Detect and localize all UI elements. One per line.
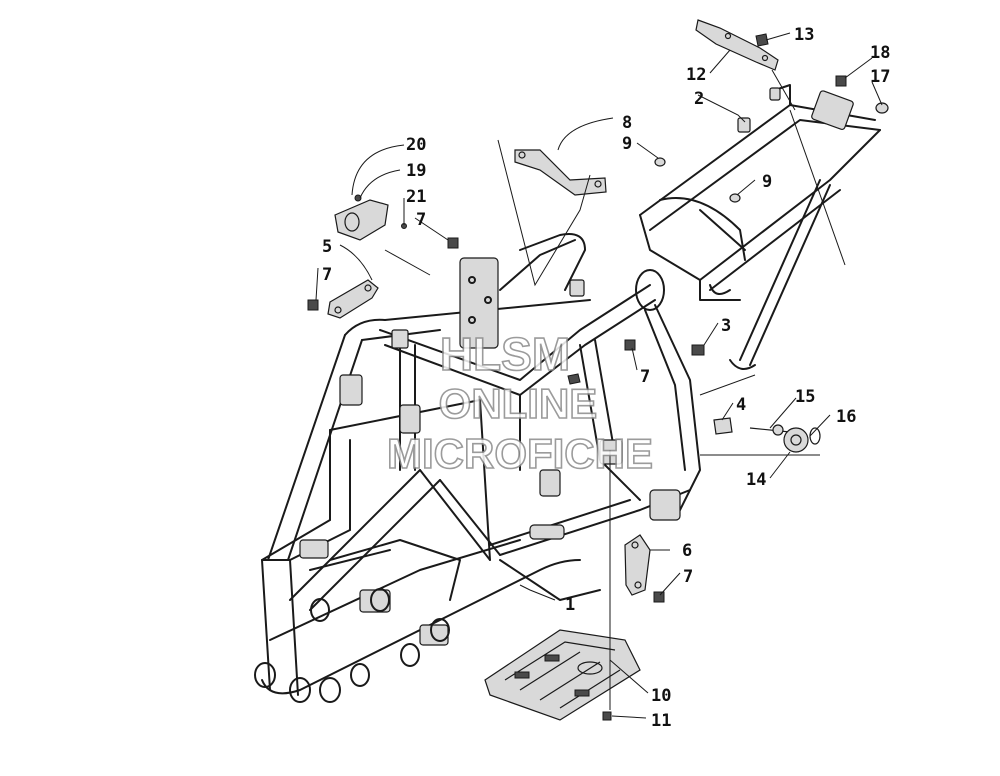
callout-10: 10 [651, 686, 671, 706]
main-frame [254, 233, 701, 703]
callout-7-top: 7 [416, 210, 426, 230]
callout-9-right: 9 [762, 172, 772, 192]
skid-plate-10 [484, 629, 641, 721]
watermark-line-1: HLSM [440, 328, 570, 380]
callout-20: 20 [406, 135, 426, 155]
callout-19: 19 [406, 161, 426, 181]
watermark-line-3: MICROFICHE [387, 430, 653, 477]
bracket-8 [514, 149, 607, 196]
callout-6: 6 [682, 541, 692, 561]
callout-5: 5 [322, 237, 332, 257]
callout-7-right: 7 [683, 567, 693, 587]
bracket-6 [624, 534, 665, 603]
callout-7-left: 7 [322, 265, 332, 285]
callout-11: 11 [651, 711, 671, 731]
callout-3: 3 [721, 316, 731, 336]
callout-9-left: 9 [622, 134, 632, 154]
leader-lines [315, 32, 883, 719]
callout-14: 14 [746, 470, 766, 490]
callouts: 1 2 3 4 5 6 7 7 7 7 8 9 9 10 11 12 13 14… [322, 25, 890, 731]
callout-7-mid: 7 [640, 367, 650, 387]
callout-18: 18 [870, 43, 890, 63]
callout-21: 21 [406, 187, 426, 207]
callout-17: 17 [870, 67, 890, 87]
callout-13: 13 [794, 25, 814, 45]
callout-2: 2 [694, 89, 704, 109]
callout-4: 4 [736, 395, 746, 415]
callout-16: 16 [836, 407, 856, 427]
callout-1: 1 [565, 595, 575, 615]
watermark-line-2: ONLINE [439, 380, 598, 427]
callout-12: 12 [686, 65, 706, 85]
bracket-5 [307, 279, 379, 319]
watermark: HLSM ONLINE MICROFICHE [386, 327, 654, 478]
rear-subframe [639, 84, 881, 370]
bracket-12 [695, 19, 779, 71]
callout-8: 8 [622, 113, 632, 133]
clamp-19 [334, 194, 407, 241]
callout-15: 15 [795, 387, 815, 407]
